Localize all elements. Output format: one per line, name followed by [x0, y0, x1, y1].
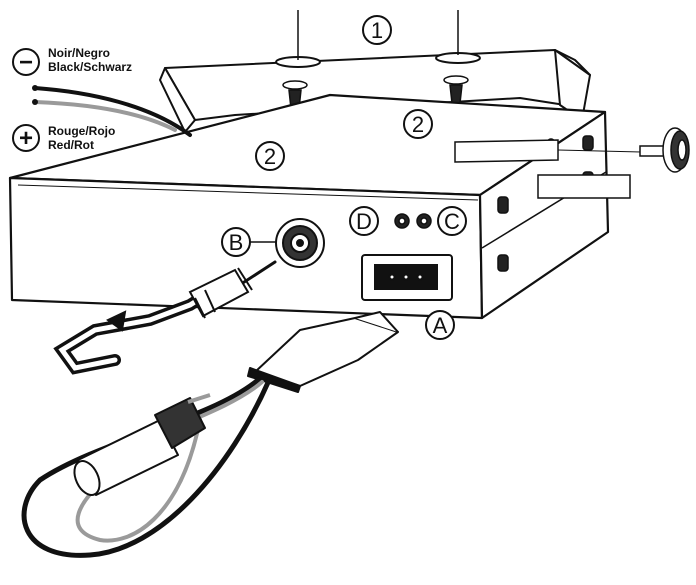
power-socket[interactable]	[361, 254, 453, 301]
minus-label-line1: Noir/Negro	[48, 46, 110, 60]
battery-wires	[32, 85, 192, 137]
svg-text:C: C	[444, 209, 460, 234]
minus-sign: −	[19, 49, 33, 76]
side-mount-plates	[454, 139, 631, 199]
plus-label-line2: Red/Rot	[48, 138, 94, 152]
svg-text:1: 1	[371, 18, 383, 43]
plus-label-line1: Rouge/Rojo	[48, 124, 115, 138]
svg-text:B: B	[229, 230, 244, 255]
plus-legend: + Rouge/Rojo Red/Rot	[12, 124, 115, 152]
callout-2-left: 2	[255, 141, 285, 171]
svg-text:2: 2	[412, 112, 424, 137]
minus-icon	[12, 48, 40, 76]
callout-a: A	[425, 310, 455, 340]
svg-text:A: A	[433, 313, 448, 338]
callout-b: B	[221, 227, 276, 257]
antenna-connector[interactable]	[275, 218, 325, 268]
minus-label-line2: Black/Schwarz	[48, 60, 132, 74]
antenna-plug	[188, 267, 253, 319]
minus-legend: − Noir/Negro Black/Schwarz	[12, 46, 132, 76]
power-plug[interactable]	[247, 311, 399, 393]
indicator-leds	[394, 213, 432, 229]
svg-text:D: D	[356, 209, 372, 234]
callout-1: 1	[362, 15, 392, 45]
callout-2-right: 2	[403, 109, 433, 139]
svg-text:2: 2	[264, 144, 276, 169]
callout-c: C	[437, 206, 467, 236]
fuse-holder	[73, 393, 211, 496]
plus-icon	[12, 124, 40, 152]
plus-sign: +	[19, 125, 33, 152]
antenna-cable	[53, 260, 277, 375]
thumb-screw-knob[interactable]	[557, 127, 690, 173]
mounting-bracket	[159, 10, 591, 133]
callout-d: D	[349, 206, 379, 236]
